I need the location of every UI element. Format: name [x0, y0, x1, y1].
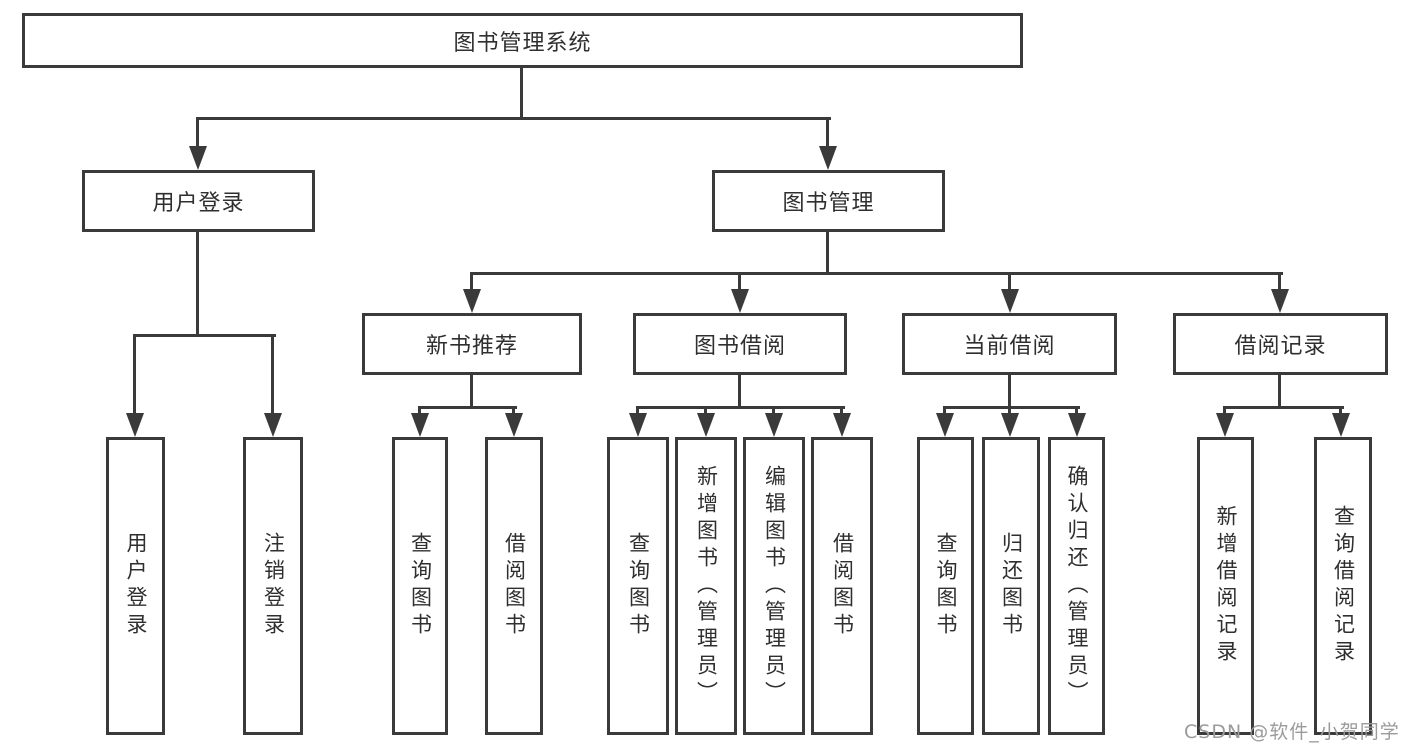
- connector-hline: [196, 117, 831, 120]
- connector-vline: [1223, 406, 1226, 416]
- connector-vline: [1008, 375, 1011, 409]
- arrowhead-icon: [1001, 289, 1019, 313]
- connector-hline: [1223, 406, 1344, 409]
- arrowhead-icon: [833, 413, 851, 437]
- arrowhead-icon: [629, 413, 647, 437]
- arrowhead-icon: [697, 413, 715, 437]
- node-new-book-recommend: 新书推荐: [362, 313, 582, 375]
- arrowhead-icon: [1332, 413, 1350, 437]
- connector-vline: [470, 375, 473, 409]
- node-borrow-records: 借阅记录: [1173, 313, 1388, 375]
- arrowhead-icon: [765, 413, 783, 437]
- csdn-watermark: CSDN @软件_小贺同学: [1184, 721, 1400, 743]
- arrowhead-icon: [731, 289, 749, 313]
- leaf-user-login: 用户登录: [106, 437, 165, 735]
- connector-vline: [470, 272, 473, 292]
- connector-vline: [636, 406, 639, 416]
- connector-vline: [738, 375, 741, 409]
- connector-vline: [826, 232, 829, 275]
- connector-vline: [418, 406, 421, 416]
- node-book-management: 图书管理: [712, 170, 945, 232]
- arrowhead-icon: [1216, 413, 1234, 437]
- leaf-query-books-current: 查询图书: [917, 437, 974, 735]
- connector-vline: [840, 406, 843, 416]
- node-book-borrow: 图书借阅: [633, 313, 847, 375]
- leaf-add-borrow-record: 新增借阅记录: [1197, 437, 1254, 735]
- arrowhead-icon: [1068, 413, 1086, 437]
- connector-hline: [133, 334, 276, 337]
- connector-vline: [196, 232, 199, 337]
- node-root: 图书管理系统: [22, 13, 1023, 68]
- connector-hline: [418, 406, 517, 409]
- arrowhead-icon: [1271, 289, 1289, 313]
- leaf-return-books: 归还图书: [982, 437, 1040, 735]
- connector-hline: [470, 272, 1283, 275]
- connector-vline: [772, 406, 775, 416]
- connector-vline: [738, 272, 741, 292]
- leaf-confirm-return-admin: 确认归还（管理员）: [1048, 437, 1105, 735]
- connector-hline: [943, 406, 1080, 409]
- leaf-query-books-borrow: 查询图书: [607, 437, 669, 735]
- arrowhead-icon: [264, 413, 282, 437]
- connector-vline: [512, 406, 515, 416]
- arrowhead-icon: [411, 413, 429, 437]
- connector-vline: [1278, 375, 1281, 409]
- node-current-borrow: 当前借阅: [902, 313, 1117, 375]
- leaf-query-borrow-record: 查询借阅记录: [1314, 437, 1372, 735]
- arrowhead-icon: [126, 413, 144, 437]
- connector-vline: [704, 406, 707, 416]
- arrowhead-icon: [463, 289, 481, 313]
- connector-vline: [943, 406, 946, 416]
- leaf-add-books-admin: 新增图书（管理员）: [675, 437, 737, 735]
- arrowhead-icon: [189, 146, 207, 170]
- connector-hline: [636, 406, 845, 409]
- arrowhead-icon: [1001, 413, 1019, 437]
- connector-vline: [1278, 272, 1281, 292]
- connector-vline: [1008, 272, 1011, 292]
- arrowhead-icon: [936, 413, 954, 437]
- connector-vline: [1339, 406, 1342, 416]
- connector-vline: [1008, 406, 1011, 416]
- leaf-logout: 注销登录: [243, 437, 303, 735]
- leaf-query-books-recommend: 查询图书: [392, 437, 448, 735]
- arrowhead-icon: [819, 146, 837, 170]
- connector-vline: [271, 334, 274, 416]
- connector-vline: [826, 117, 829, 150]
- leaf-borrow-books-recommend: 借阅图书: [485, 437, 543, 735]
- node-user-login: 用户登录: [82, 170, 315, 232]
- arrowhead-icon: [505, 413, 523, 437]
- connector-vline: [196, 117, 199, 150]
- connector-vline: [133, 334, 136, 416]
- leaf-edit-books-admin: 编辑图书（管理员）: [743, 437, 805, 735]
- leaf-borrow-books: 借阅图书: [811, 437, 873, 735]
- connector-vline: [520, 66, 523, 120]
- connector-vline: [1075, 406, 1078, 416]
